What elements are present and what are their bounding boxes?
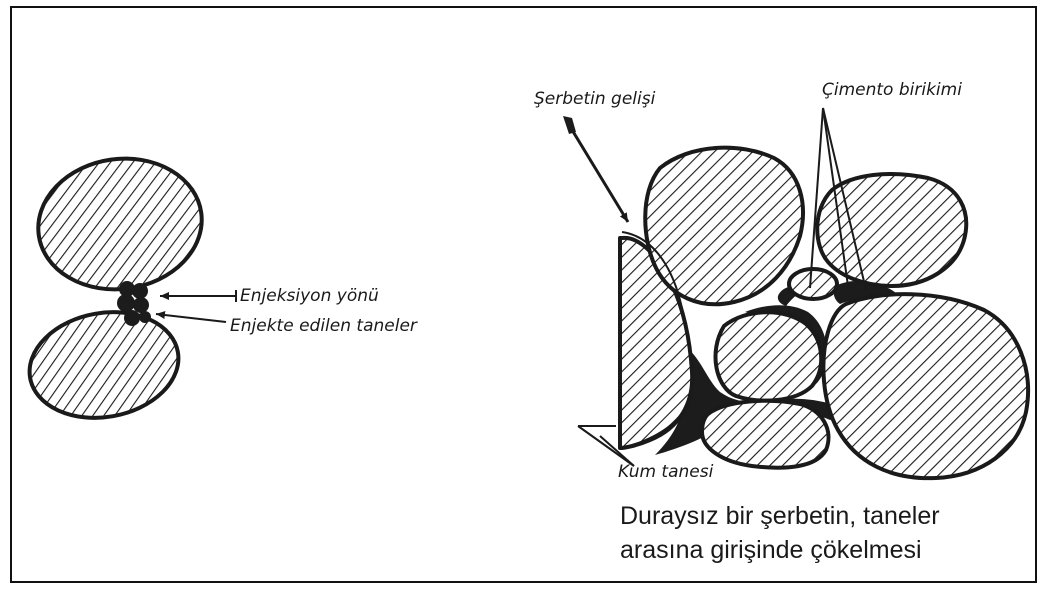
cement-accumulation-label: Çimento birikimi [822,80,962,100]
caption-line-2: arasına girişinde çökelmesi [620,536,922,564]
grout-arrival-label: Şerbetin gelişi [534,89,656,109]
injected-grains-label: Enjekte edilen taneler [230,316,418,336]
large-right-sand-grain [823,294,1028,478]
caption-line-1: Duraysız bir şerbetin, taneler [620,502,940,530]
bottom-sand-grain [702,401,828,468]
sand-grain-label: Kum tanesi [618,462,714,482]
injection-direction-label: Enjeksiyon yönü [240,286,379,306]
middle-sand-grain [715,312,821,400]
small-center-sand-grain [789,269,837,299]
